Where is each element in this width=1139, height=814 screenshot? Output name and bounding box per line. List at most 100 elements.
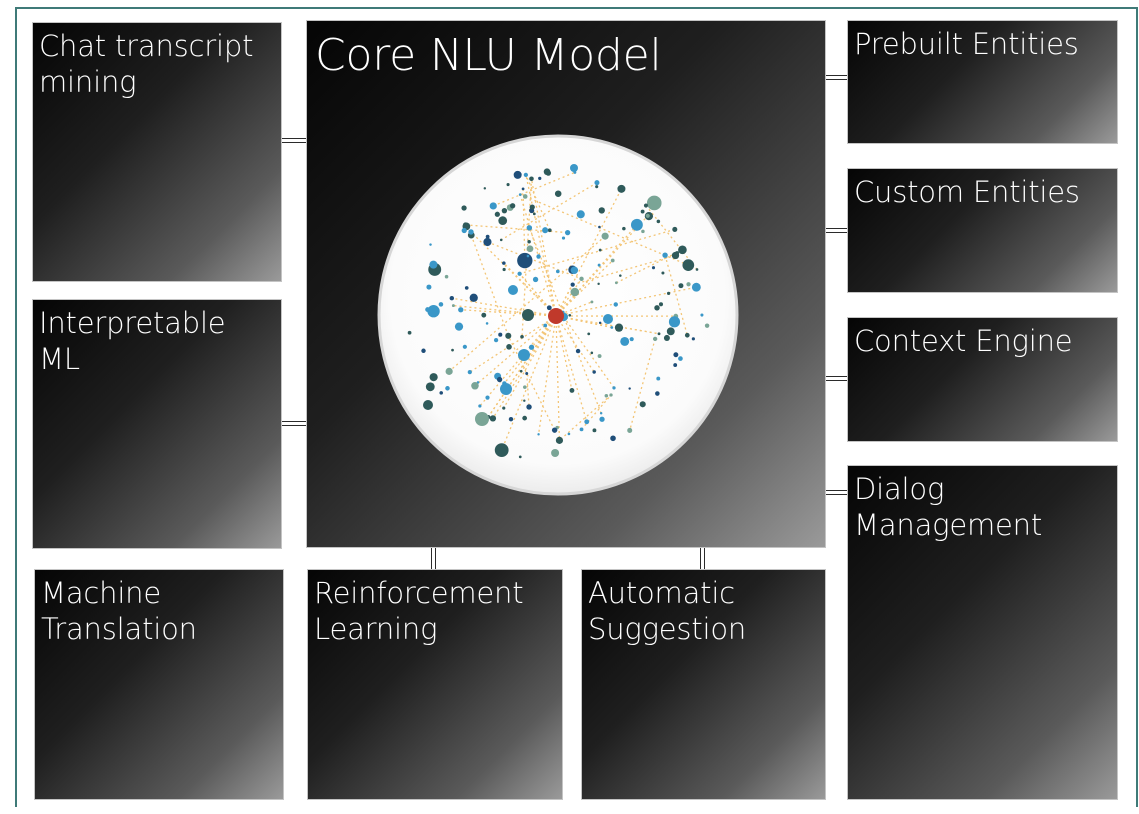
graph-edge <box>519 194 557 317</box>
graph-node <box>686 282 691 287</box>
graph-node <box>489 202 497 210</box>
graph-node <box>554 190 562 197</box>
graph-node <box>551 448 560 458</box>
graph-node <box>630 218 643 231</box>
graph-node <box>518 455 522 459</box>
graph-node <box>570 164 578 172</box>
graph-node <box>590 351 594 355</box>
graph-node <box>469 293 478 302</box>
graph-node <box>684 332 690 338</box>
graph-node <box>551 427 558 433</box>
graph-node <box>673 363 678 367</box>
graph-node <box>425 382 435 392</box>
graph-node <box>528 344 535 350</box>
graph-node <box>609 393 613 397</box>
connector-core-prebuilt <box>826 75 847 80</box>
graph-node <box>570 287 580 297</box>
graph-edge <box>555 188 623 317</box>
graph-node <box>629 337 634 342</box>
graph-node <box>458 307 464 313</box>
graph-node <box>695 268 699 271</box>
graph-node <box>522 194 528 199</box>
graph-node <box>427 305 440 318</box>
graph-node <box>597 282 600 286</box>
graph-edge <box>503 315 557 384</box>
graph-node <box>682 259 695 271</box>
chat-transcript-mining-tile: Chat transcript mining <box>32 22 282 282</box>
graph-node <box>543 323 548 328</box>
graph-node <box>570 282 575 287</box>
graph-node <box>429 373 438 382</box>
graph-node <box>532 212 536 216</box>
graph-node <box>610 435 616 442</box>
graph-node <box>522 415 528 421</box>
diagram-frame <box>15 7 1138 807</box>
graph-node <box>523 172 529 177</box>
graph-node <box>666 291 671 296</box>
graph-node <box>597 263 601 267</box>
prebuilt-entities-tile: Prebuilt Entities <box>847 20 1118 144</box>
machine-translation-label: Machine Translation <box>41 576 197 646</box>
graph-node <box>603 314 613 324</box>
connector-core-custom <box>826 228 847 233</box>
graph-node <box>662 252 668 258</box>
graph-node <box>592 370 596 374</box>
graph-node <box>655 391 660 396</box>
graph-node <box>451 348 454 352</box>
graph-node <box>668 316 681 328</box>
graph-edge <box>492 315 557 419</box>
graph-node <box>527 240 531 244</box>
graph-edge <box>487 315 557 418</box>
graph-edge <box>501 315 557 451</box>
graph-node <box>592 428 597 433</box>
graph-node <box>651 266 656 270</box>
graph-node <box>407 330 412 335</box>
graph-node <box>640 209 645 214</box>
graph-node <box>522 309 534 321</box>
graph-node <box>610 258 615 263</box>
graph-node <box>678 245 687 255</box>
graph-node <box>599 416 605 422</box>
graph-edge <box>559 394 612 441</box>
graph-node <box>421 348 426 353</box>
graph-edge <box>525 174 551 231</box>
graph-node <box>426 284 432 290</box>
graph-node <box>439 391 443 395</box>
graph-edge <box>525 174 557 317</box>
graph-edge <box>530 178 557 317</box>
graph-node <box>579 427 584 432</box>
graph-edge <box>629 338 656 431</box>
graph-node <box>519 369 523 373</box>
graph-node <box>700 313 704 317</box>
graph-node <box>661 271 665 275</box>
graph-node <box>537 433 540 436</box>
graph-edge <box>521 178 533 337</box>
graph-node <box>529 204 535 210</box>
custom-entities-tile: Custom Entities <box>847 168 1118 293</box>
graph-node <box>485 322 489 325</box>
graph-node <box>523 399 526 402</box>
graph-edge <box>519 228 675 275</box>
connector-core-suggestion <box>700 548 705 569</box>
graph-node <box>671 251 680 260</box>
graph-node <box>595 185 599 189</box>
reinforcement-learning-tile: Reinforcement Learning <box>307 569 563 800</box>
graph-edge <box>487 241 582 280</box>
graph-node <box>587 332 591 336</box>
graph-node <box>494 443 509 457</box>
network-graph-globe <box>377 134 739 496</box>
graph-node <box>567 432 571 436</box>
connector-core-reinforcement <box>431 548 436 569</box>
graph-node <box>570 266 579 274</box>
graph-node <box>494 211 500 217</box>
graph-node <box>672 226 678 232</box>
graph-edge <box>528 227 602 414</box>
graph-node <box>502 267 506 272</box>
graph-node <box>610 326 614 329</box>
graph-node <box>454 322 464 331</box>
prebuilt-entities-label: Prebuilt Entities <box>854 27 1079 61</box>
graph-node <box>449 295 455 301</box>
graph-node <box>498 332 503 337</box>
graph-node <box>521 187 525 191</box>
connector-core-context <box>826 376 847 381</box>
